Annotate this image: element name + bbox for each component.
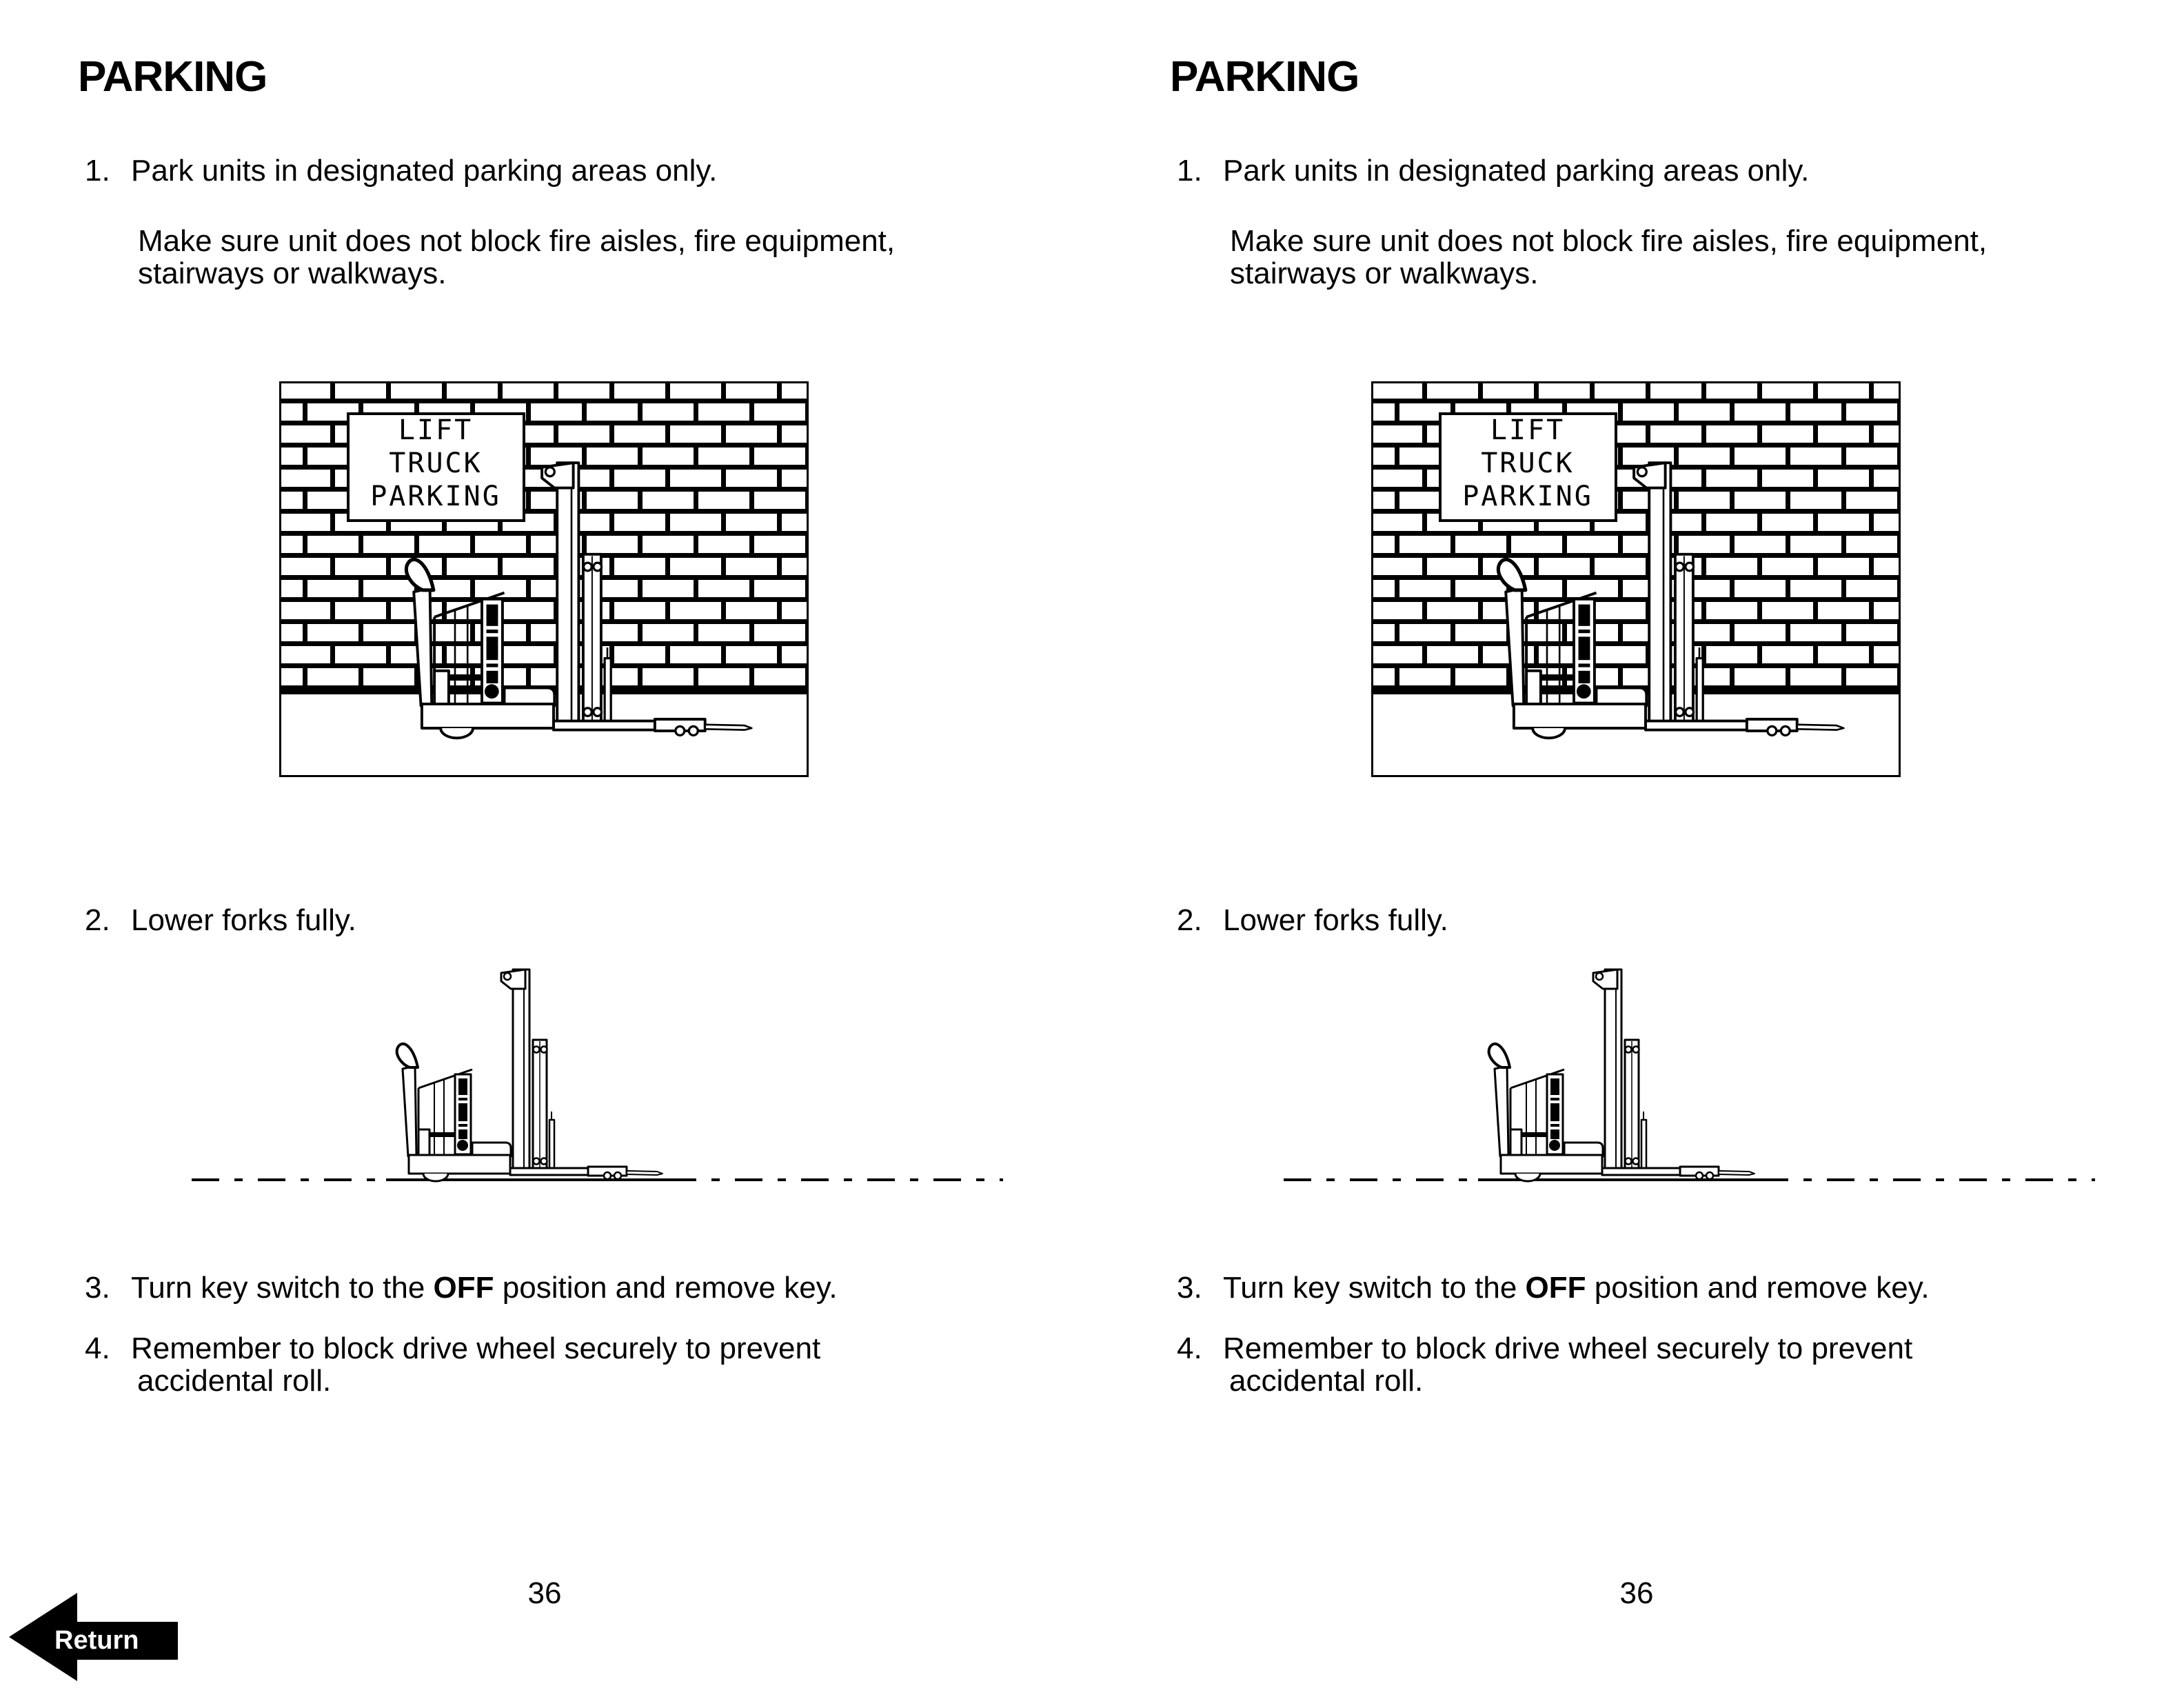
page-title: PARKING — [1170, 53, 1359, 101]
parking-sign-line-1: LIFT — [1490, 414, 1565, 446]
step-2-number: 2. — [1177, 903, 1202, 937]
step-4-text: Remember to block drive wheel securely t… — [1223, 1332, 1912, 1397]
figure-parking-area: LIFT TRUCK PARKING — [1371, 381, 1901, 777]
parking-sign-line-1: LIFT — [398, 414, 473, 446]
lift-truck-illustration — [395, 968, 664, 1183]
step-2-number: 2. — [85, 903, 110, 937]
step-2: 2. Lower forks fully. — [85, 904, 356, 936]
step-3-number: 3. — [1177, 1271, 1202, 1305]
step-3-text: Turn key switch to the OFF position and … — [131, 1271, 838, 1305]
step-1-note-line-1: Make sure unit does not block fire aisle… — [1230, 224, 1988, 258]
step-4-number: 4. — [1177, 1332, 1202, 1365]
step-3: 3. Turn key switch to the OFF position a… — [85, 1272, 838, 1304]
step-4-line-1: Remember to block drive wheel securely t… — [1223, 1332, 1913, 1365]
step-1-number: 1. — [85, 154, 110, 188]
parking-sign: LIFT TRUCK PARKING — [1439, 412, 1617, 522]
page-number: 36 — [1619, 1576, 1654, 1610]
manual-column-left: PARKING 1. Park units in designated park… — [78, 53, 1003, 1610]
step-1-text: Park units in designated parking areas o… — [1223, 154, 1810, 188]
step-4: 4. Remember to block drive wheel securel… — [1177, 1332, 1912, 1397]
page-title: PARKING — [78, 53, 267, 101]
step-1-note: Make sure unit does not block fire aisle… — [1230, 225, 1987, 290]
step-1-note-line-2: stairways or walkways. — [138, 257, 447, 290]
step-2-text: Lower forks fully. — [1223, 903, 1448, 937]
step-3: 3. Turn key switch to the OFF position a… — [1177, 1272, 1930, 1304]
step-1: 1. Park units in designated parking area… — [85, 154, 717, 187]
return-button-label: Return — [54, 1626, 139, 1655]
return-button-shaft — [77, 1622, 178, 1660]
page-number: 36 — [527, 1576, 562, 1610]
parking-sign-line-3: PARKING — [1462, 481, 1593, 512]
figure-forks-lowered — [192, 968, 1003, 1183]
step-1-note-line-1: Make sure unit does not block fire aisle… — [138, 224, 896, 258]
step-3-number: 3. — [85, 1271, 110, 1305]
step-4-line-1: Remember to block drive wheel securely t… — [131, 1332, 821, 1365]
lift-truck-illustration — [1487, 968, 1756, 1183]
left-arrow-icon — [9, 1593, 77, 1681]
step-4-line-2: accidental roll. — [137, 1364, 332, 1398]
off-keyword: OFF — [433, 1271, 494, 1305]
return-button[interactable]: Return — [9, 1593, 178, 1681]
parking-sign-line-2: TRUCK — [389, 448, 482, 479]
step-1-note: Make sure unit does not block fire aisle… — [138, 225, 895, 290]
step-1-text: Park units in designated parking areas o… — [131, 154, 718, 188]
step-4-text: Remember to block drive wheel securely t… — [131, 1332, 820, 1397]
step-1-note-line-2: stairways or walkways. — [1230, 257, 1539, 290]
step-4-number: 4. — [85, 1332, 110, 1365]
manual-column-right: PARKING 1. Park units in designated park… — [1092, 0, 2184, 1688]
step-4-line-2: accidental roll. — [1229, 1364, 1424, 1398]
step-1: 1. Park units in designated parking area… — [1177, 154, 1809, 187]
figure-forks-lowered — [1284, 968, 2095, 1183]
step-1-number: 1. — [1177, 154, 1202, 188]
step-2-text: Lower forks fully. — [131, 903, 356, 937]
step-3-text: Turn key switch to the OFF position and … — [1223, 1271, 1930, 1305]
step-4: 4. Remember to block drive wheel securel… — [85, 1332, 820, 1397]
parking-sign-line-3: PARKING — [370, 481, 501, 512]
parking-sign-line-2: TRUCK — [1481, 448, 1574, 479]
off-keyword: OFF — [1525, 1271, 1586, 1305]
parking-sign: LIFT TRUCK PARKING — [347, 412, 525, 522]
figure-parking-area: LIFT TRUCK PARKING — [279, 381, 809, 777]
step-2: 2. Lower forks fully. — [1177, 904, 1448, 936]
